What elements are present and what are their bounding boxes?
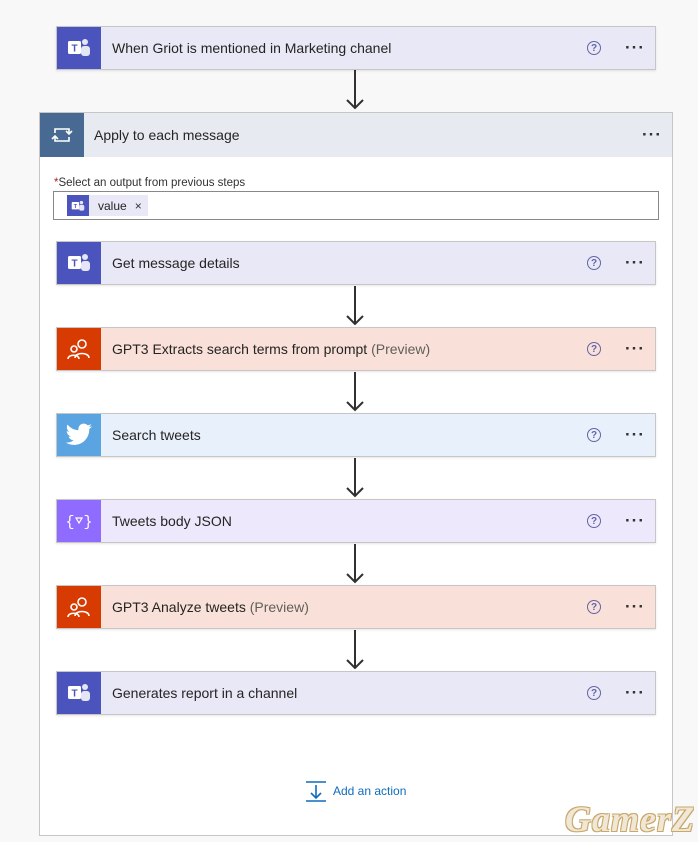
svg-text:T: T — [71, 259, 77, 270]
trigger-title: When Griot is mentioned in Marketing cha… — [112, 40, 392, 56]
more-options-icon[interactable]: ··· — [625, 597, 645, 616]
help-icon[interactable]: ? — [587, 428, 602, 442]
step-search-tweets[interactable]: Search tweets ? ··· — [56, 413, 656, 457]
parse-json-icon: { } — [57, 500, 101, 542]
token-label: value — [98, 198, 127, 213]
help-icon[interactable]: ? — [587, 600, 602, 614]
svg-text:T: T — [74, 204, 78, 210]
required-mark: * — [54, 177, 59, 189]
more-options-icon[interactable]: ··· — [625, 339, 645, 358]
loop-icon — [40, 113, 84, 157]
flow-arrow-icon — [346, 70, 364, 110]
step-gpt3-analyze-tweets[interactable]: GPT3 Analyze tweets (Preview) ? ··· — [56, 585, 656, 629]
more-options-icon[interactable]: ··· — [625, 425, 645, 444]
teams-icon: T — [57, 27, 101, 69]
teams-icon: T — [57, 242, 101, 284]
more-options-icon[interactable]: ··· — [642, 125, 662, 144]
gpt-connector-icon — [57, 328, 101, 370]
more-options-icon[interactable]: ··· — [625, 38, 645, 57]
help-icon[interactable]: ? — [587, 686, 602, 700]
teams-icon: T — [57, 672, 101, 714]
step-title: Tweets body JSON — [112, 513, 232, 529]
help-icon[interactable]: ? — [587, 514, 602, 528]
step-generates-report[interactable]: T Generates report in a channel ? ··· — [56, 671, 656, 715]
svg-text:T: T — [71, 44, 77, 55]
step-title: Generates report in a channel — [112, 685, 298, 701]
flow-arrow-icon — [346, 630, 364, 670]
more-options-icon[interactable]: ··· — [625, 253, 645, 272]
flow-arrow-icon — [346, 544, 364, 584]
add-action-button[interactable]: Add an action — [305, 780, 406, 802]
teams-icon: T — [67, 195, 89, 216]
step-title: Search tweets — [112, 427, 201, 443]
add-action-label: Add an action — [333, 784, 407, 798]
help-icon[interactable]: ? — [587, 342, 602, 356]
flow-arrow-icon — [346, 458, 364, 498]
step-title: GPT3 Extracts search terms from prompt (… — [112, 341, 431, 357]
step-title: Get message details — [112, 255, 240, 271]
help-icon[interactable]: ? — [587, 41, 602, 55]
more-options-icon[interactable]: ··· — [625, 511, 645, 530]
more-options-icon[interactable]: ··· — [625, 683, 645, 702]
select-output-label: *Select an output from previous steps — [54, 177, 246, 189]
loop-title: Apply to each message — [94, 127, 240, 143]
value-token[interactable]: T value × — [67, 195, 148, 216]
watermark: GamerZ — [565, 799, 695, 839]
gpt-connector-icon — [57, 586, 101, 628]
add-action-icon — [306, 781, 326, 802]
loop-header[interactable]: Apply to each message ··· — [40, 113, 672, 157]
select-output-input[interactable]: T value × — [53, 191, 659, 220]
help-icon[interactable]: ? — [587, 256, 602, 270]
trigger-card[interactable]: T When Griot is mentioned in Marketing c… — [56, 26, 656, 70]
step-title: GPT3 Analyze tweets (Preview) — [112, 599, 309, 615]
flow-arrow-icon — [346, 372, 364, 412]
step-gpt3-extract-search-terms[interactable]: GPT3 Extracts search terms from prompt (… — [56, 327, 656, 371]
svg-text:T: T — [71, 689, 77, 700]
step-tweets-body-json[interactable]: { } Tweets body JSON ? ··· — [56, 499, 656, 543]
step-get-message-details[interactable]: T Get message details ? ··· — [56, 241, 656, 285]
twitter-icon — [57, 414, 101, 456]
remove-token-icon[interactable]: × — [134, 198, 142, 213]
flow-arrow-icon — [346, 286, 364, 326]
